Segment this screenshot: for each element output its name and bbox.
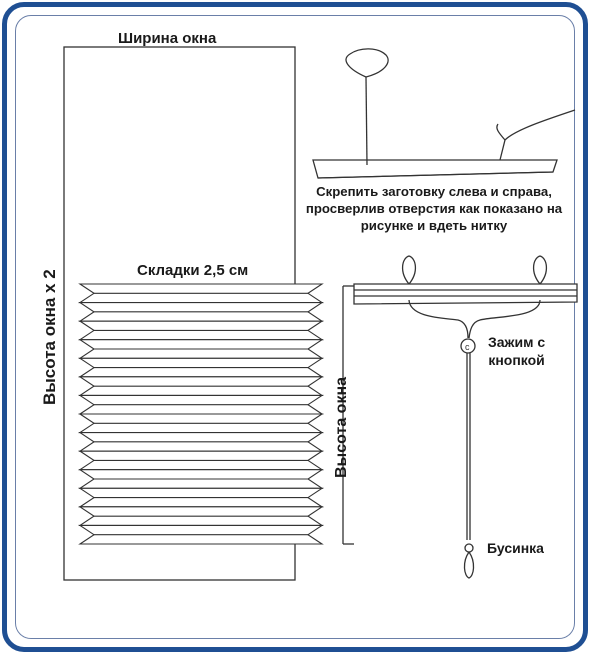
window-height-label: Высота окна xyxy=(333,376,350,478)
clamp-label: Зажим с кнопкой xyxy=(488,333,545,369)
height-dimension xyxy=(342,285,354,545)
inner-frame xyxy=(15,15,575,639)
instruction-text: Скрепить заготовку слева и справа, просв… xyxy=(305,184,563,233)
svg-text:c: c xyxy=(465,342,470,352)
clamp-label-line1: Зажим с xyxy=(488,334,546,350)
window-width-label: Ширина окна xyxy=(118,30,217,47)
needle-illustration xyxy=(312,48,576,179)
folds-label: Складки 2,5 см xyxy=(137,262,249,279)
bead-label: Бусинка xyxy=(487,540,544,556)
height-x2-label: Высота окна х 2 xyxy=(40,269,59,405)
cord-mechanism: c xyxy=(353,255,578,579)
clamp-label-line2: кнопкой xyxy=(488,352,545,368)
pleats xyxy=(78,283,324,545)
